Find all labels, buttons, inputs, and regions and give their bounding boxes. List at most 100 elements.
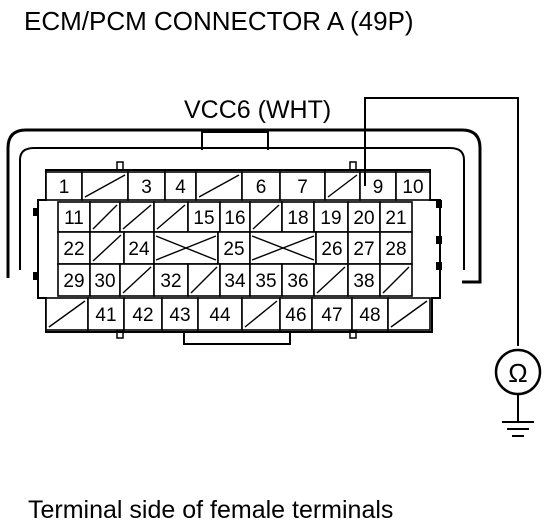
terminal-blank [313, 263, 349, 297]
terminal-cell [379, 201, 413, 233]
terminal-16: 16 [219, 201, 251, 233]
terminal-blank [119, 263, 155, 297]
blank-slash [327, 174, 358, 198]
terminal-30: 30 [89, 263, 121, 297]
terminal-number: 15 [193, 208, 214, 229]
blank-slash [122, 204, 152, 230]
terminal-number: 22 [63, 239, 84, 260]
terminal-number: 36 [287, 271, 308, 292]
blank-slash [252, 204, 280, 230]
terminal-36: 36 [281, 263, 315, 297]
terminal-44: 44 [197, 297, 243, 331]
probe-wire [364, 97, 519, 346]
terminal-3: 3 [127, 171, 166, 201]
terminal-cross-blank [249, 231, 317, 265]
connector-bottom-tab [183, 332, 291, 345]
cross-line [251, 235, 315, 261]
terminal-number: 25 [223, 239, 244, 260]
terminal-blank [153, 201, 189, 233]
terminal-35: 35 [249, 263, 283, 297]
terminal-blank [45, 297, 89, 331]
terminal-cell [347, 231, 381, 265]
terminal-number: 46 [285, 305, 306, 326]
terminal-cell [219, 263, 251, 297]
terminal-cross-blank [153, 231, 219, 265]
terminal-cell [311, 297, 353, 331]
terminal-cell [279, 297, 313, 331]
terminal-cell [379, 231, 413, 265]
footer-caption: Terminal side of female terminals [28, 496, 394, 524]
terminal-number: 44 [209, 305, 231, 326]
terminal-number: 21 [385, 208, 406, 229]
terminal-number: 9 [373, 177, 384, 198]
terminal-32: 32 [153, 263, 189, 297]
terminal-22: 22 [57, 231, 91, 265]
terminal-blank [89, 231, 125, 265]
terminal-blank [387, 297, 431, 331]
terminal-7: 7 [279, 171, 326, 201]
terminal-25: 25 [217, 231, 251, 265]
terminal-10: 10 [395, 171, 431, 201]
notch-top-left [116, 161, 124, 171]
terminal-blank [379, 263, 413, 297]
terminal-number: 7 [297, 177, 308, 198]
terminal-number: 20 [353, 208, 374, 229]
terminal-number: 24 [128, 239, 150, 260]
terminal-9: 9 [359, 171, 397, 201]
terminal-cell [195, 171, 243, 201]
terminal-cell [351, 297, 389, 331]
terminal-38: 38 [347, 263, 381, 297]
terminal-number: 3 [141, 177, 152, 198]
terminal-43: 43 [161, 297, 199, 331]
terminal-cell [347, 263, 381, 297]
blank-slash [190, 266, 218, 294]
terminal-cell [217, 231, 251, 265]
latch-left-bottom [33, 272, 39, 280]
terminal-46: 46 [279, 297, 313, 331]
terminal-cell [57, 231, 91, 265]
terminal-number: 43 [169, 305, 190, 326]
terminal-20: 20 [347, 201, 381, 233]
terminal-48: 48 [351, 297, 389, 331]
terminal-number: 18 [287, 208, 308, 229]
terminal-number: 6 [256, 177, 267, 198]
terminal-27: 27 [347, 231, 381, 265]
terminal-number: 30 [94, 271, 115, 292]
terminal-number: 41 [95, 305, 116, 326]
terminal-cell [153, 263, 189, 297]
terminal-15: 15 [187, 201, 221, 233]
terminal-blank [89, 201, 121, 233]
terminal-41: 41 [87, 297, 125, 331]
blank-slash [244, 300, 278, 328]
latch-left-top [33, 208, 39, 216]
terminal-11: 11 [57, 201, 91, 233]
terminal-18: 18 [281, 201, 315, 233]
probe-label: VCC6 (WHT) [184, 96, 331, 124]
terminal-cell [57, 263, 91, 297]
blank-slash [92, 204, 118, 230]
terminal-28: 28 [379, 231, 413, 265]
terminal-blank [249, 201, 283, 233]
terminal-blank [324, 171, 361, 201]
terminal-6: 6 [241, 171, 281, 201]
terminal-cell [315, 231, 349, 265]
terminal-cell [197, 297, 243, 331]
blank-slash [198, 174, 240, 198]
terminal-29: 29 [57, 263, 91, 297]
terminal-number: 1 [59, 177, 70, 198]
terminal-number: 10 [402, 177, 423, 198]
diagram-title: ECM/PCM CONNECTOR A (49P) [24, 6, 414, 36]
terminal-34: 34 [219, 263, 251, 297]
blank-slash [48, 300, 86, 328]
terminal-number: 16 [224, 208, 245, 229]
terminal-cell [281, 201, 315, 233]
terminal-blank [187, 263, 221, 297]
terminal-4: 4 [164, 171, 197, 201]
terminal-cell [164, 171, 197, 201]
blank-slash [382, 266, 410, 294]
terminal-cell [57, 201, 91, 233]
terminal-cell [395, 171, 431, 201]
terminal-number: 4 [175, 177, 186, 198]
